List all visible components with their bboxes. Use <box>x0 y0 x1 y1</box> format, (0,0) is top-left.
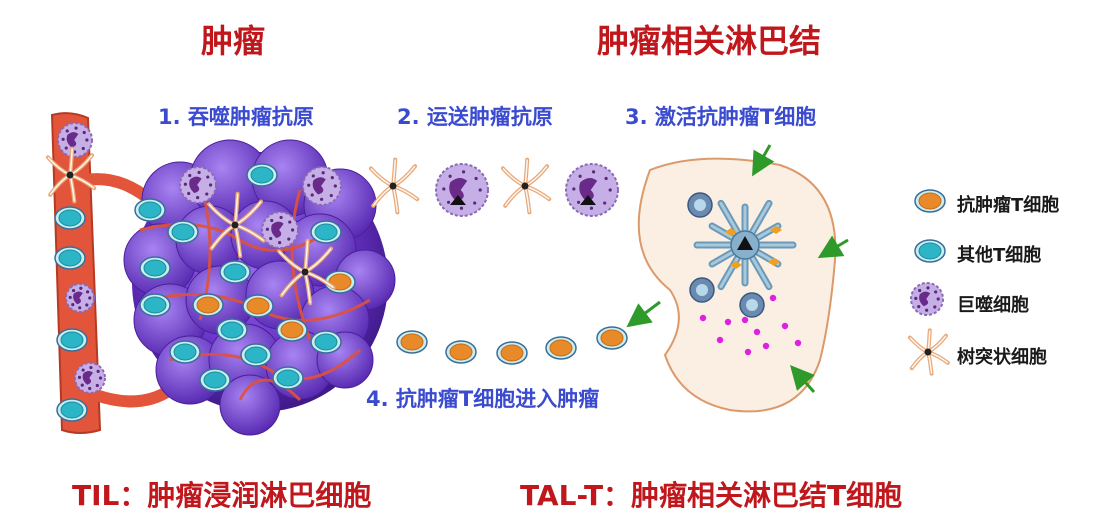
other-t-cell <box>246 163 278 187</box>
anti-tumor-t-cell <box>396 330 428 354</box>
activated-dendritic-cell <box>687 192 797 318</box>
macrophage <box>57 122 93 158</box>
flow-arrows <box>626 144 849 393</box>
resident-cells <box>46 122 356 422</box>
other-t-cell <box>219 260 251 284</box>
other-t-cell <box>139 256 171 280</box>
other-t-cell-icon <box>914 239 946 263</box>
transport-cells <box>369 157 619 217</box>
step-2-label: 2. 运送肿瘤抗原 <box>397 105 553 129</box>
macrophage <box>74 362 106 394</box>
tal-definition: TAL-T：肿瘤相关淋巴结T细胞 <box>520 479 903 512</box>
dendritic-cell <box>501 157 552 215</box>
macrophage <box>565 163 619 217</box>
other-t-cell <box>169 340 201 364</box>
anti-tumor-t-cell <box>496 341 528 365</box>
cytokine-dots <box>699 294 802 356</box>
activated-t-cell <box>739 292 765 318</box>
other-t-cell <box>134 198 166 222</box>
anti-tumor-t-cell <box>276 318 308 342</box>
other-t-cell <box>272 366 304 390</box>
activated-t-cell <box>687 192 713 218</box>
anti-tumor-t-cell <box>445 340 477 364</box>
other-t-cell <box>56 328 88 352</box>
dendritic-cell <box>277 238 336 306</box>
anti-tumor-t-cell <box>596 326 628 350</box>
macrophage <box>261 211 299 249</box>
til-definition: TIL：肿瘤浸润淋巴细胞 <box>72 479 372 512</box>
legend-label-macrophage: 巨噬细胞 <box>957 295 1029 316</box>
dendritic-cell <box>207 191 266 259</box>
tumor-title: 肿瘤 <box>201 22 266 60</box>
other-t-cell <box>54 246 86 270</box>
legend-icons <box>908 189 950 376</box>
step-1-label: 1. 吞噬肿瘤抗原 <box>158 105 314 129</box>
anti-tumor-t-cell-icon <box>914 189 946 213</box>
dendritic-cell-icon <box>908 328 950 376</box>
dendritic-cell <box>46 146 97 204</box>
lymph-node <box>637 157 837 413</box>
dendritic-cell <box>369 157 420 215</box>
other-t-cell <box>240 343 272 367</box>
other-t-cell <box>216 318 248 342</box>
legend-label-anti-tumor-t-cell: 抗肿瘤T细胞 <box>957 195 1060 216</box>
step-4-label: 4. 抗肿瘤T细胞进入肿瘤 <box>366 387 600 411</box>
anti-tumor-t-cell <box>192 293 224 317</box>
other-t-cell <box>310 220 342 244</box>
anti-tumor-t-cell <box>545 336 577 360</box>
anti-tumor-t-cell <box>324 270 356 294</box>
legend-label-dendritic-cell: 树突状细胞 <box>957 347 1047 368</box>
activated-t-cell <box>689 277 715 303</box>
step-3-label: 3. 激活抗肿瘤T细胞 <box>625 105 817 129</box>
macrophage <box>65 283 95 313</box>
macrophage <box>302 166 342 206</box>
other-t-cell <box>54 206 86 230</box>
macrophage <box>435 163 489 217</box>
anti-tumor-t-cell <box>242 294 274 318</box>
blood-vessel <box>50 112 174 434</box>
macrophage-icon <box>910 282 944 316</box>
legend-label-other-t-cell: 其他T细胞 <box>957 245 1042 266</box>
macrophage <box>179 166 217 204</box>
other-t-cell <box>310 330 342 354</box>
other-t-cell <box>199 368 231 392</box>
other-t-cell <box>167 220 199 244</box>
lymph-node-title: 肿瘤相关淋巴结 <box>597 22 822 60</box>
other-t-cell <box>56 398 88 422</box>
migrating-t-cells <box>396 326 628 365</box>
other-t-cell <box>139 293 171 317</box>
